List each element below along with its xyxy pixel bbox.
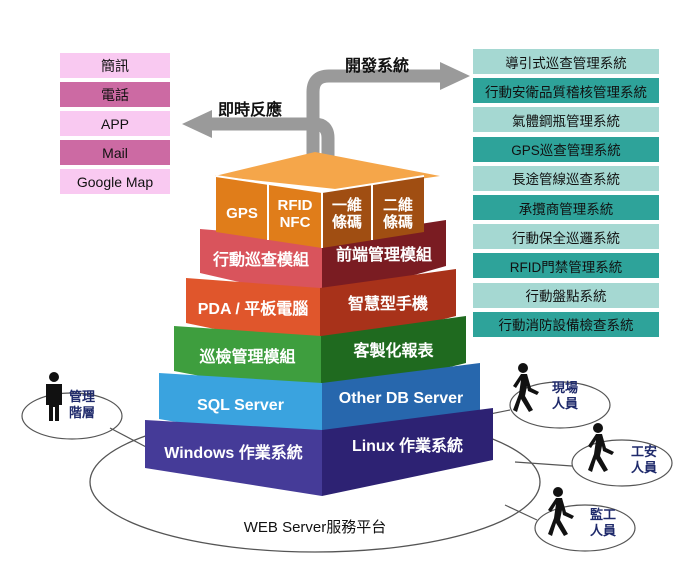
system-item: 氣體鋼瓶管理系統 bbox=[473, 107, 659, 133]
channel-item: 電話 bbox=[60, 82, 170, 107]
cube-label: 一維 條碼 bbox=[331, 196, 362, 231]
system-item: 行動消防設備檢查系統 bbox=[473, 311, 659, 337]
system-item: 行動安衛品質稽核管理系統 bbox=[473, 78, 659, 104]
role-label-field: 現場 人員 bbox=[551, 379, 578, 411]
system-item: 承攬商管理系統 bbox=[473, 195, 659, 220]
person-field-icon bbox=[513, 363, 539, 412]
channel-item: APP bbox=[60, 111, 170, 136]
tier-side-face bbox=[322, 408, 493, 496]
connector-supervisor bbox=[504, 504, 538, 521]
tier-left-label: 行動巡查模組 bbox=[212, 251, 309, 269]
tier-right-label: Linux 作業系統 bbox=[351, 437, 464, 455]
tier-left-label: PDA / 平板電腦 bbox=[197, 301, 309, 319]
connector-management bbox=[109, 427, 149, 449]
cube-label: GPS bbox=[226, 205, 258, 223]
tier-left-label: Windows 作業系統 bbox=[164, 444, 303, 462]
connector-safety bbox=[514, 461, 573, 467]
tier-side-face bbox=[320, 269, 456, 351]
cube-top-face bbox=[215, 152, 440, 190]
cube-edge bbox=[215, 175, 323, 193]
role-label-safety: 工安 人員 bbox=[630, 443, 657, 475]
tier-right-label: 客製化報表 bbox=[353, 343, 434, 361]
cube-edge bbox=[321, 175, 425, 193]
system-item: 長途管線巡查系統 bbox=[473, 165, 659, 191]
tier-right-label: 前端管理模組 bbox=[335, 246, 432, 264]
tier-right-label: 智慧型手機 bbox=[347, 296, 428, 314]
tier-left-label: SQL Server bbox=[197, 396, 284, 414]
channel-item: 簡訊 bbox=[60, 53, 170, 78]
system-item: 行動保全巡邏系統 bbox=[473, 224, 659, 250]
cube-label: RFID NFC bbox=[277, 196, 313, 231]
tier-side-face bbox=[321, 316, 466, 399]
person-safety-icon bbox=[588, 423, 614, 472]
channel-item: Mail bbox=[60, 140, 170, 165]
platform-label: WEB Server服務平台 bbox=[243, 519, 387, 536]
tier-front-face bbox=[145, 420, 322, 496]
system-item: RFID門禁管理系統 bbox=[473, 253, 659, 279]
cube-label: 二維 條碼 bbox=[382, 196, 413, 231]
gray-arrows-icon bbox=[182, 62, 470, 166]
right-heading: 開發系統 bbox=[345, 58, 410, 75]
channel-item: Google Map bbox=[60, 169, 170, 194]
tier-left-label: 巡檢管理模組 bbox=[199, 349, 296, 367]
tier-right-label: Other DB Server bbox=[338, 390, 464, 408]
person-supervisor-icon bbox=[548, 487, 574, 536]
role-label-supervisor: 監工 人員 bbox=[589, 506, 616, 538]
left-heading: 即時反應 bbox=[218, 102, 283, 119]
tier-front-face bbox=[200, 229, 322, 301]
person-management-icon bbox=[46, 372, 62, 421]
system-item: 導引式巡查管理系統 bbox=[473, 49, 659, 74]
tier-front-face bbox=[186, 278, 320, 351]
system-item: GPS巡查管理系統 bbox=[473, 136, 659, 162]
system-item: 行動盤點系統 bbox=[473, 282, 659, 308]
role-label-management: 管理 階層 bbox=[68, 388, 95, 420]
